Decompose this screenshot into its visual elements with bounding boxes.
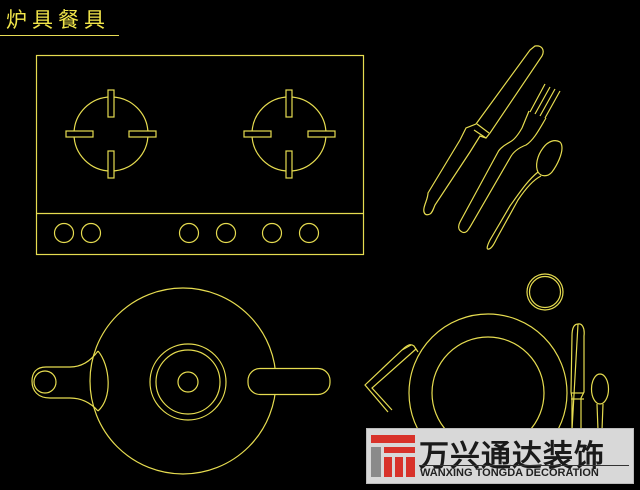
page-title: 炉具餐具 <box>6 8 110 32</box>
brand-logo-icon <box>371 435 415 477</box>
burner-right <box>243 89 336 179</box>
title-underline <box>0 35 119 36</box>
brand-name-english: WANXING TONGDA DECORATION <box>420 467 599 479</box>
brand-watermark: 万兴通达装饰 WANXING TONGDA DECORATION <box>366 428 634 484</box>
stove-knobs <box>53 222 320 244</box>
place-setting-drawing <box>364 273 610 473</box>
brand-name-chinese: 万兴通达装饰 <box>419 439 605 474</box>
brand-divider <box>419 465 629 466</box>
teapot-drawing <box>31 287 331 475</box>
gas-stove-drawing <box>35 54 365 256</box>
cutlery-drawing <box>423 45 563 250</box>
burner-left <box>65 89 157 179</box>
